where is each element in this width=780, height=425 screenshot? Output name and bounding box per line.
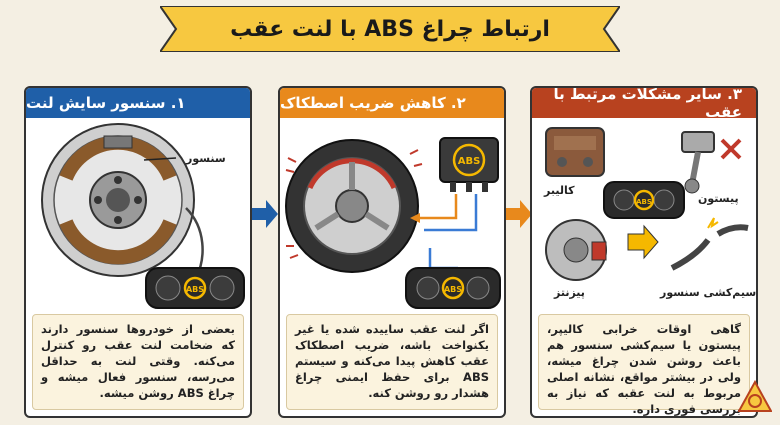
wiring-label: سیم‌کشی سنسور [660,286,757,299]
page-title: ارتباط چراغ ABS با لنت عقب [230,16,550,42]
title-ribbon-shape [160,6,620,52]
panel-heading-text: ۳. سایر مشکلات مرتبط با عقب [553,86,742,121]
wheel-icon [285,139,419,273]
panel-heading-text: ۱. سنسور سایش لنت [26,94,186,112]
piston-label: پیستون [698,192,739,205]
panel-friction: ۲. کاهش ضریب اصطکاک ABS [278,86,506,418]
abs-lamp-text: ABS [186,285,204,294]
panel-heading: ۱. سنسور سایش لنت [26,88,250,118]
disc-label: پیزنتز [554,286,585,299]
dashboard-icon [603,181,685,219]
panel-heading-text: ۲. کاهش ضریب اصطکاک [280,94,466,112]
abs-lamp-text: ABS [636,198,652,206]
brake-disc-icon [545,219,607,281]
panel-other-issues: ۳. سایر مشکلات مرتبط با عقب ABS [530,86,758,418]
panel-description: گاهی اوقات خرابی کالیپر، پیستون یا سیم‌ک… [538,314,750,416]
signal-line [428,248,458,270]
arrow-right-icon [252,200,278,228]
abs-module-icon [439,137,499,192]
panel-heading: ۳. سایر مشکلات مرتبط با عقب [532,86,756,121]
sensor-label: سنسور [186,152,226,165]
panel3-illustration: ABS [545,127,749,281]
dashboard-icon [145,267,245,309]
broken-wire-icon [670,217,749,271]
panel2-illustration: ABS ABS [285,137,501,309]
caliper-label: کالیبر [544,184,575,197]
warning-logo-icon [738,380,772,412]
caliper-icon [545,127,605,177]
piston-icon [681,131,715,194]
x-mark-icon [720,138,742,160]
panel-wear-sensor: ۱. سنسور سایش لنت ABS سنسور بعضی از خودر… [24,86,252,418]
panel-description: اگر لنت عقب ساییده شده یا غیر یکنواخت با… [286,314,498,410]
drum-brake-icon [41,123,195,277]
panel-description: بعضی از خودروها سنسور دارند که ضخامت لنت… [32,314,244,410]
signal-line [420,194,458,220]
sensor-pointer [143,157,177,161]
panel-heading: ۲. کاهش ضریب اصطکاک [280,88,504,118]
abs-lamp-text: ABS [444,285,462,294]
signal-line [424,194,478,232]
friction-marks [285,149,423,259]
abs-module-text: ABS [458,156,481,167]
panel1-illustration: ABS [41,123,245,309]
arrow-right-icon [506,200,532,228]
arrow-right-icon [627,224,659,260]
dashboard-icon [405,267,501,309]
title-banner: ارتباط چراغ ABS با لنت عقب [160,6,620,52]
